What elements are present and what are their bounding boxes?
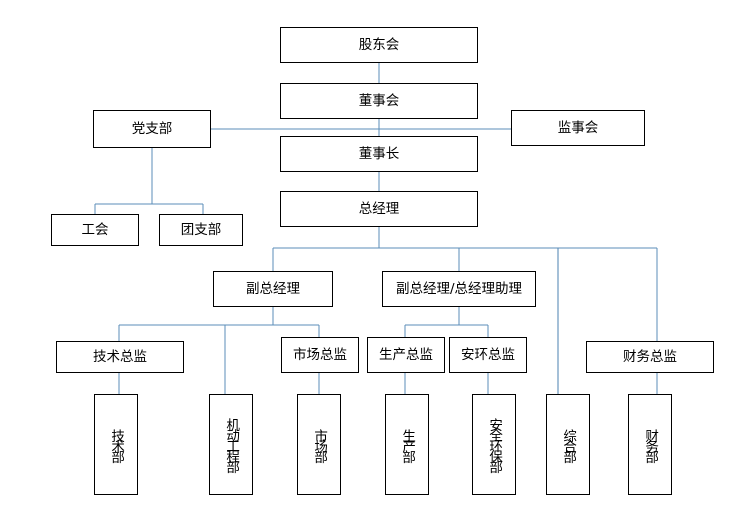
node-shareholders[interactable]: 股东会 bbox=[280, 27, 478, 63]
node-label: 副总经理 bbox=[246, 280, 300, 297]
node-label: 综合部 bbox=[560, 428, 577, 461]
node-label: 副总经理/总经理助理 bbox=[395, 280, 523, 297]
node-production-director[interactable]: 生产总监 bbox=[367, 337, 445, 373]
node-deputy-gm[interactable]: 副总经理 bbox=[213, 271, 333, 307]
node-label: 董事会 bbox=[358, 92, 400, 109]
node-label: 总经理 bbox=[358, 200, 400, 217]
node-tech-dept[interactable]: 技术部 bbox=[94, 394, 138, 495]
node-label: 安全环保部 bbox=[486, 418, 503, 471]
node-label: 党支部 bbox=[131, 120, 173, 137]
node-label: 机动工程部 bbox=[223, 418, 240, 471]
node-label: 团支部 bbox=[180, 221, 222, 238]
node-party-branch[interactable]: 党支部 bbox=[93, 110, 211, 148]
node-label: 财务部 bbox=[642, 428, 659, 461]
node-label: 市场部 bbox=[311, 428, 328, 461]
node-market-dept[interactable]: 市场部 bbox=[297, 394, 341, 495]
node-label: 安环总监 bbox=[461, 346, 515, 363]
node-safety-env-director[interactable]: 安环总监 bbox=[449, 337, 527, 373]
node-label: 财务总监 bbox=[623, 348, 677, 365]
node-production-dept[interactable]: 生产部 bbox=[385, 394, 429, 495]
node-label: 生产部 bbox=[399, 428, 416, 461]
node-label: 市场总监 bbox=[293, 346, 347, 363]
node-finance-director[interactable]: 财务总监 bbox=[586, 341, 714, 373]
node-chairman[interactable]: 董事长 bbox=[280, 136, 478, 172]
node-label: 技术总监 bbox=[93, 348, 147, 365]
node-safety-env-dept[interactable]: 安全环保部 bbox=[472, 394, 516, 495]
node-label: 技术部 bbox=[108, 428, 125, 461]
node-board[interactable]: 董事会 bbox=[280, 83, 478, 119]
node-label: 股东会 bbox=[358, 36, 400, 53]
node-supervisors[interactable]: 监事会 bbox=[511, 110, 645, 146]
node-label: 董事长 bbox=[358, 145, 400, 162]
node-labor-union[interactable]: 工会 bbox=[51, 214, 139, 246]
node-equipment-eng-dept[interactable]: 机动工程部 bbox=[209, 394, 253, 495]
node-youth-league[interactable]: 团支部 bbox=[159, 214, 243, 246]
node-label: 生产总监 bbox=[379, 346, 433, 363]
node-tech-director[interactable]: 技术总监 bbox=[56, 341, 184, 373]
node-general-manager[interactable]: 总经理 bbox=[280, 191, 478, 227]
node-label: 监事会 bbox=[557, 119, 599, 136]
node-label: 工会 bbox=[81, 221, 109, 238]
node-market-director[interactable]: 市场总监 bbox=[281, 337, 359, 373]
node-deputy-gm-assistant[interactable]: 副总经理/总经理助理 bbox=[382, 271, 536, 307]
node-finance-dept[interactable]: 财务部 bbox=[628, 394, 672, 495]
node-admin-dept[interactable]: 综合部 bbox=[546, 394, 590, 495]
